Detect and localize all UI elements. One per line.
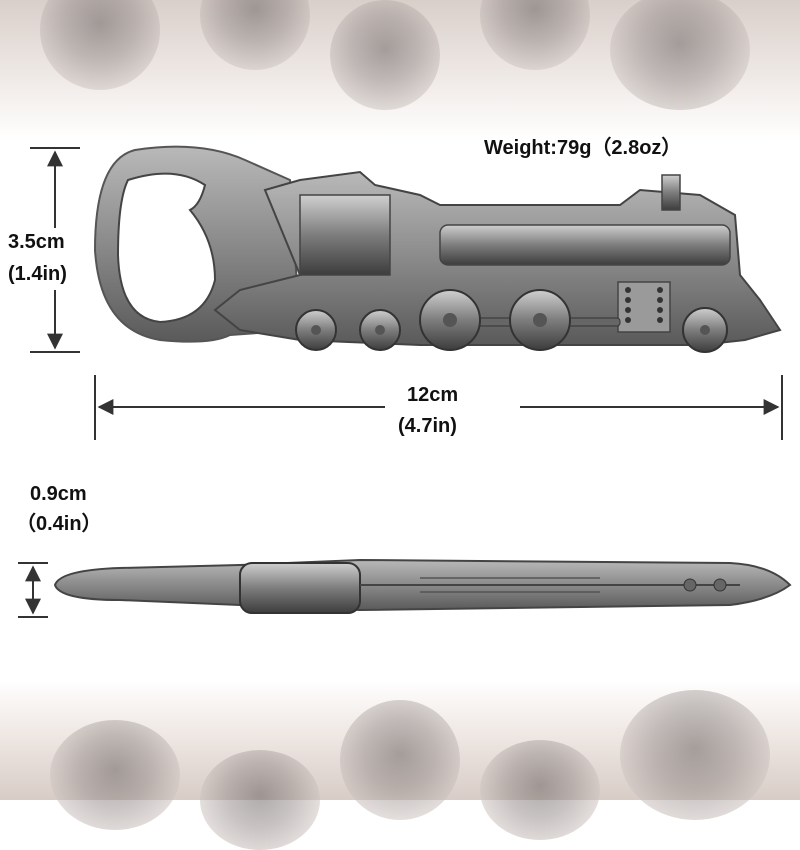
height-dimension	[30, 147, 80, 353]
thickness-dimension	[18, 562, 48, 618]
smokestack	[661, 174, 681, 211]
length-cm-label: 12cm	[407, 384, 459, 406]
boiler	[439, 224, 731, 266]
length-dimension	[94, 375, 783, 440]
height-cm-label: 3.5cm	[8, 231, 65, 253]
product-illustration	[18, 145, 792, 618]
cab	[299, 194, 391, 276]
bottle-top-3	[330, 0, 440, 110]
height-in-label: (1.4in)	[8, 263, 67, 285]
weight-label: Weight:79g（2.8oz）	[484, 137, 682, 159]
thickness-cm-label: 0.9cm	[30, 483, 87, 505]
bottle-top-5	[610, 0, 750, 110]
opener-hole	[116, 172, 217, 324]
wheel-hubs	[311, 313, 710, 335]
opener-top-view	[53, 558, 792, 614]
top-view-cylinder	[239, 562, 361, 614]
train-opener	[93, 145, 782, 353]
bottle-bottom-5	[620, 690, 770, 820]
thickness-in-label: （0.4in）	[16, 513, 102, 535]
length-in-label: (4.7in)	[398, 415, 457, 437]
rivets	[625, 287, 663, 323]
